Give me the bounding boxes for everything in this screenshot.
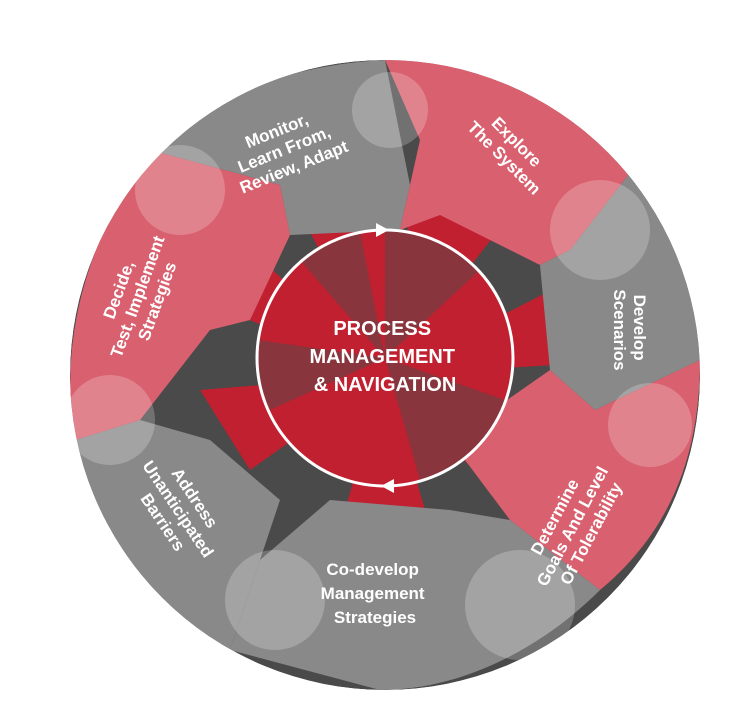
center-title: PROCESS MANAGEMENT & NAVIGATION — [309, 318, 460, 396]
overlap-circle-7 — [135, 145, 225, 235]
overlap-circle-6 — [70, 375, 155, 465]
overlap-circle-3 — [608, 383, 692, 467]
overlap-rims — [70, 72, 692, 660]
center-line-2: MANAGEMENT — [309, 346, 455, 368]
center-shade-3 — [257, 340, 385, 410]
segment-bg-codevelop — [230, 500, 600, 690]
overlap-circle-1 — [352, 72, 428, 148]
center-disc — [255, 223, 515, 493]
overlap-circle-2 — [550, 180, 650, 280]
segment-bg-monitor — [150, 60, 410, 235]
overlap-circle-4 — [465, 550, 575, 660]
center-shade-1 — [385, 229, 480, 358]
segment-label-develop: Develop Scenarios — [610, 289, 649, 370]
segment-bg-determine — [450, 360, 700, 590]
center-line-3: & NAVIGATION — [314, 374, 457, 396]
segment-bg-decide — [70, 150, 291, 440]
arrow-bottom-icon — [381, 479, 394, 493]
center-line-1: PROCESS — [333, 318, 431, 340]
segment-bg-address — [75, 420, 280, 650]
center-shade-4 — [300, 232, 385, 358]
center-shade-2 — [385, 358, 505, 480]
overlap-circle-5 — [225, 550, 325, 650]
arrow-top-icon — [376, 223, 389, 237]
segment-bg-explore — [385, 60, 640, 265]
segment-label-codevelop: Co-develop Management Strategies — [321, 560, 430, 627]
